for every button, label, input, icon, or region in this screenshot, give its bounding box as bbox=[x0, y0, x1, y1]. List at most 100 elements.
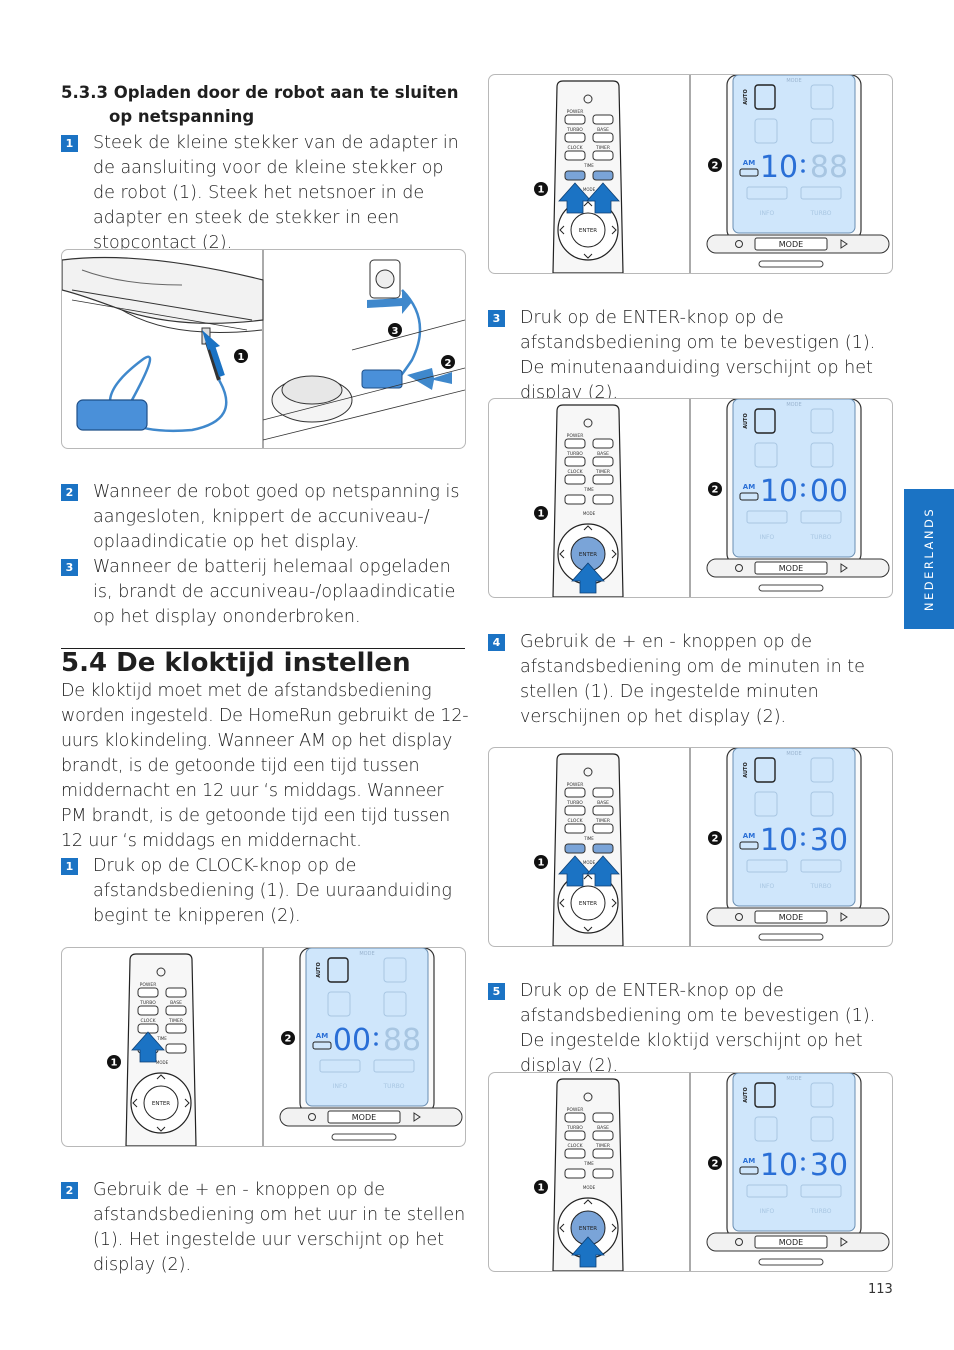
right-icon bbox=[611, 549, 617, 559]
power-button-label: POWER bbox=[140, 982, 157, 988]
remote-top-icon bbox=[583, 767, 593, 777]
svg-text:3: 3 bbox=[392, 326, 399, 337]
right-icon bbox=[611, 1223, 617, 1233]
turbo-button-label: TURBO bbox=[566, 127, 583, 133]
step-number: 4 bbox=[488, 634, 505, 651]
turbo-label: TURBO bbox=[810, 534, 832, 541]
turbo-label: TURBO bbox=[810, 883, 832, 890]
room-icon bbox=[810, 118, 834, 144]
minus-button bbox=[564, 843, 586, 854]
base-button bbox=[165, 1005, 187, 1016]
clock-colon-bottom bbox=[801, 169, 805, 173]
auto-label: AUTO bbox=[743, 762, 749, 777]
edge-icon bbox=[754, 118, 778, 144]
battery-icon bbox=[739, 168, 759, 177]
base-button-label: BASE bbox=[597, 451, 609, 457]
step-text: Gebruik de + en - knoppen op de afstands… bbox=[93, 1180, 466, 1275]
power-display-icon bbox=[746, 1184, 788, 1198]
time-label: TIME bbox=[583, 163, 594, 168]
step-number: 1 bbox=[61, 135, 78, 152]
battery-icon bbox=[739, 1166, 759, 1175]
clock-colon-bottom bbox=[801, 1167, 805, 1171]
clock-button-label: CLOCK bbox=[567, 1143, 583, 1149]
callout-2-label: 2 bbox=[712, 485, 719, 496]
auto-icon bbox=[754, 1082, 776, 1108]
plus-button bbox=[592, 843, 614, 854]
up-icon bbox=[583, 874, 593, 880]
turbo-button bbox=[564, 456, 586, 467]
step-number: 2 bbox=[61, 1182, 78, 1199]
charging-step-2: 2 Wanneer de robot goed op netspanning i… bbox=[61, 480, 466, 555]
clock-step-3: 3 Druk op de ENTER-knop op de afstandsbe… bbox=[488, 306, 898, 406]
turbo-label: TURBO bbox=[810, 1208, 832, 1215]
mode-hw-button bbox=[754, 561, 828, 575]
am-indicator: AM bbox=[743, 1157, 755, 1165]
step-number: 3 bbox=[61, 559, 78, 576]
mode-hw-label: MODE bbox=[779, 1238, 803, 1247]
power-button bbox=[564, 438, 586, 449]
play-hw-icon bbox=[840, 239, 848, 249]
up-icon bbox=[156, 1074, 166, 1080]
turbo-button-label: TURBO bbox=[139, 1000, 156, 1006]
am-indicator: AM bbox=[316, 1032, 328, 1040]
clock-minute-digits: 30 bbox=[810, 1148, 848, 1183]
clock-button-label: CLOCK bbox=[567, 818, 583, 824]
base-button bbox=[592, 456, 614, 467]
clock-button-label: CLOCK bbox=[140, 1018, 156, 1024]
base-button-label: BASE bbox=[597, 1125, 609, 1131]
callout-2: 2 bbox=[708, 482, 722, 496]
callout-2-label: 2 bbox=[285, 1034, 292, 1045]
step-text: Gebruik de + en - knoppen op de afstands… bbox=[520, 632, 865, 727]
clock-step-1: 1 Druk op de CLOCK-knop op de afstandsbe… bbox=[61, 854, 466, 929]
battery-icon bbox=[312, 1041, 332, 1050]
timer-button bbox=[592, 150, 614, 161]
mode-hw-label: MODE bbox=[779, 564, 803, 573]
enter-label: ENTER bbox=[152, 1101, 170, 1107]
press-arrow-plus bbox=[586, 855, 620, 887]
timer-button-label: TIMER bbox=[595, 1143, 610, 1149]
power-hw-icon bbox=[735, 913, 743, 921]
auto-label: AUTO bbox=[316, 962, 322, 977]
step-text: Steek de kleine stekker van de adapter i… bbox=[93, 133, 459, 253]
right-icon bbox=[184, 1098, 190, 1108]
section-intro: De kloktijd moet met de afstandsbedienin… bbox=[61, 681, 469, 851]
callout-1-label: 1 bbox=[538, 509, 545, 520]
clock-button bbox=[564, 474, 586, 485]
turbo-button-label: TURBO bbox=[566, 800, 583, 806]
callout-2: 2 bbox=[708, 831, 722, 845]
power-display-icon bbox=[746, 859, 788, 873]
turbo-label: TURBO bbox=[810, 210, 832, 217]
am-indicator: AM bbox=[743, 159, 755, 167]
callout-1-label: 1 bbox=[111, 1058, 118, 1069]
display-mode-label: MODE bbox=[786, 402, 801, 408]
up-icon bbox=[583, 201, 593, 207]
play-hw-icon bbox=[840, 912, 848, 922]
up-icon bbox=[583, 1199, 593, 1205]
auto-label: AUTO bbox=[743, 89, 749, 104]
clock-minute-digits: 88 bbox=[383, 1023, 421, 1058]
time-label: TIME bbox=[156, 1036, 167, 1041]
playpause-display-icon bbox=[800, 1184, 842, 1198]
am-indicator: AM bbox=[743, 483, 755, 491]
press-arrow bbox=[131, 1031, 165, 1063]
info-label: INFO bbox=[760, 1208, 775, 1215]
mode-hw-label: MODE bbox=[352, 1113, 376, 1122]
info-label: INFO bbox=[760, 883, 775, 890]
dock-slot bbox=[758, 933, 824, 941]
step-text: Druk op de ENTER-knop op de afstandsbedi… bbox=[520, 308, 876, 403]
auto-icon bbox=[754, 408, 776, 434]
enter-label: ENTER bbox=[579, 1226, 597, 1232]
dock-slot bbox=[758, 260, 824, 268]
base-button bbox=[592, 132, 614, 143]
callout-1-label: 1 bbox=[538, 185, 545, 196]
right-icon bbox=[611, 898, 617, 908]
clock-minute-digits: 88 bbox=[810, 150, 848, 185]
spot-icon bbox=[810, 1082, 834, 1108]
left-icon bbox=[559, 898, 565, 908]
clock-colon-top bbox=[801, 483, 805, 487]
play-hw-icon bbox=[840, 1237, 848, 1247]
